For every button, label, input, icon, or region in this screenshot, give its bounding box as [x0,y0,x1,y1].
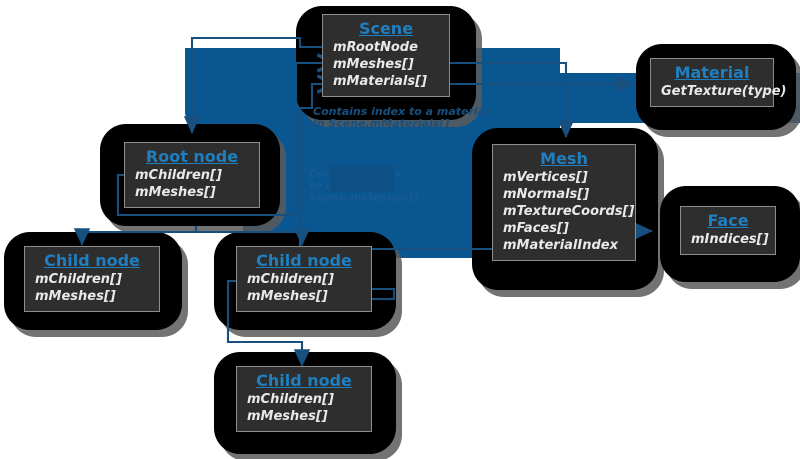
node-field: mChildren[] [247,392,334,407]
node-field: mMeshes[] [333,57,414,72]
note-occluder [330,165,394,192]
node-field: mMeshes[] [247,289,328,304]
node-mesh[interactable]: Mesh mVertices[] mNormals[] mTextureCoor… [492,144,636,261]
node-field: mMaterials[] [333,74,428,89]
link-scene-rootnode [183,36,333,134]
node-root-node[interactable]: Root node mChildren[] mMeshes[] [124,142,260,208]
node-title: Face [707,211,749,230]
node-field: mVertices[] [503,170,588,185]
node-field: mMaterialIndex [503,238,618,253]
node-title: Root node [145,147,239,166]
node-field: mMeshes[] [35,289,116,304]
node-title: Scene [358,19,414,38]
node-title: Child node [256,251,352,270]
node-title: Material [674,63,750,82]
node-child-b[interactable]: Child node mChildren[] mMeshes[] [236,246,372,312]
node-title: Child node [44,251,140,270]
link-rootnode-meshes [116,63,334,217]
node-scene[interactable]: Scene mRootNode mMeshes[] mMaterials[] [322,14,450,97]
node-field: mNormals[] [503,187,590,202]
node-title: Child node [256,371,352,390]
node-field: mMeshes[] [247,409,328,424]
link-scene-meshes [424,61,575,138]
link-rootnode-child-a [73,226,198,246]
node-field: mMeshes[] [135,185,216,200]
node-material[interactable]: Material GetTexture(type) [650,58,787,107]
node-field: GetTexture(type) [661,84,787,99]
node-field: mRootNode [333,40,418,55]
node-field: mFaces[] [503,221,569,236]
node-field: mTextureCoords[] [503,204,635,219]
node-face[interactable]: Face mIndices[] [680,206,776,255]
link-rootnode-child-b [194,226,311,246]
node-field: mChildren[] [35,272,122,287]
node-child-a[interactable]: Child node mChildren[] mMeshes[] [24,246,160,312]
node-field: mChildren[] [247,272,334,287]
node-field: mChildren[] [135,168,222,183]
node-child-c[interactable]: Child node mChildren[] mMeshes[] [236,366,372,432]
node-title: Mesh [540,149,588,168]
note-material-index: Contains index to a material in Scene.mM… [313,105,489,130]
node-field: mIndices[] [691,232,769,247]
